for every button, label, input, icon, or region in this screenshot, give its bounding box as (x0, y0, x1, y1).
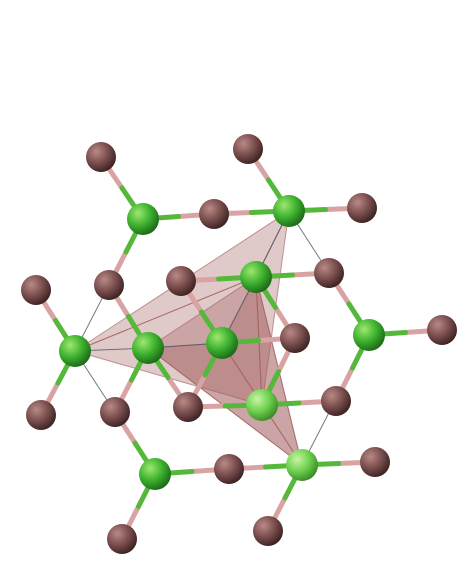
green-atom (273, 195, 305, 227)
green-atom (139, 458, 171, 490)
brown-atom (427, 315, 457, 345)
brown-atom (314, 258, 344, 288)
green-atom (240, 261, 272, 293)
green-atom (132, 332, 164, 364)
brown-atom (107, 524, 137, 554)
brown-atom (347, 193, 377, 223)
green-atom (206, 327, 238, 359)
brown-atom (214, 454, 244, 484)
brown-atom (321, 386, 351, 416)
brown-atom (233, 134, 263, 164)
brown-atom (100, 397, 130, 427)
brown-atom (199, 199, 229, 229)
green-atom (127, 203, 159, 235)
brown-atom (253, 516, 283, 546)
brown-atom (360, 447, 390, 477)
brown-atom (166, 266, 196, 296)
brown-atom (21, 275, 51, 305)
brown-atom (173, 392, 203, 422)
brown-atom (26, 400, 56, 430)
brown-atom (94, 270, 124, 300)
brown-atom (280, 323, 310, 353)
brown-atom (86, 142, 116, 172)
green-atom (353, 319, 385, 351)
atoms-layer (21, 134, 457, 554)
green-atom (59, 335, 91, 367)
light-green-atom (246, 389, 278, 421)
light-green-atom (286, 449, 318, 481)
